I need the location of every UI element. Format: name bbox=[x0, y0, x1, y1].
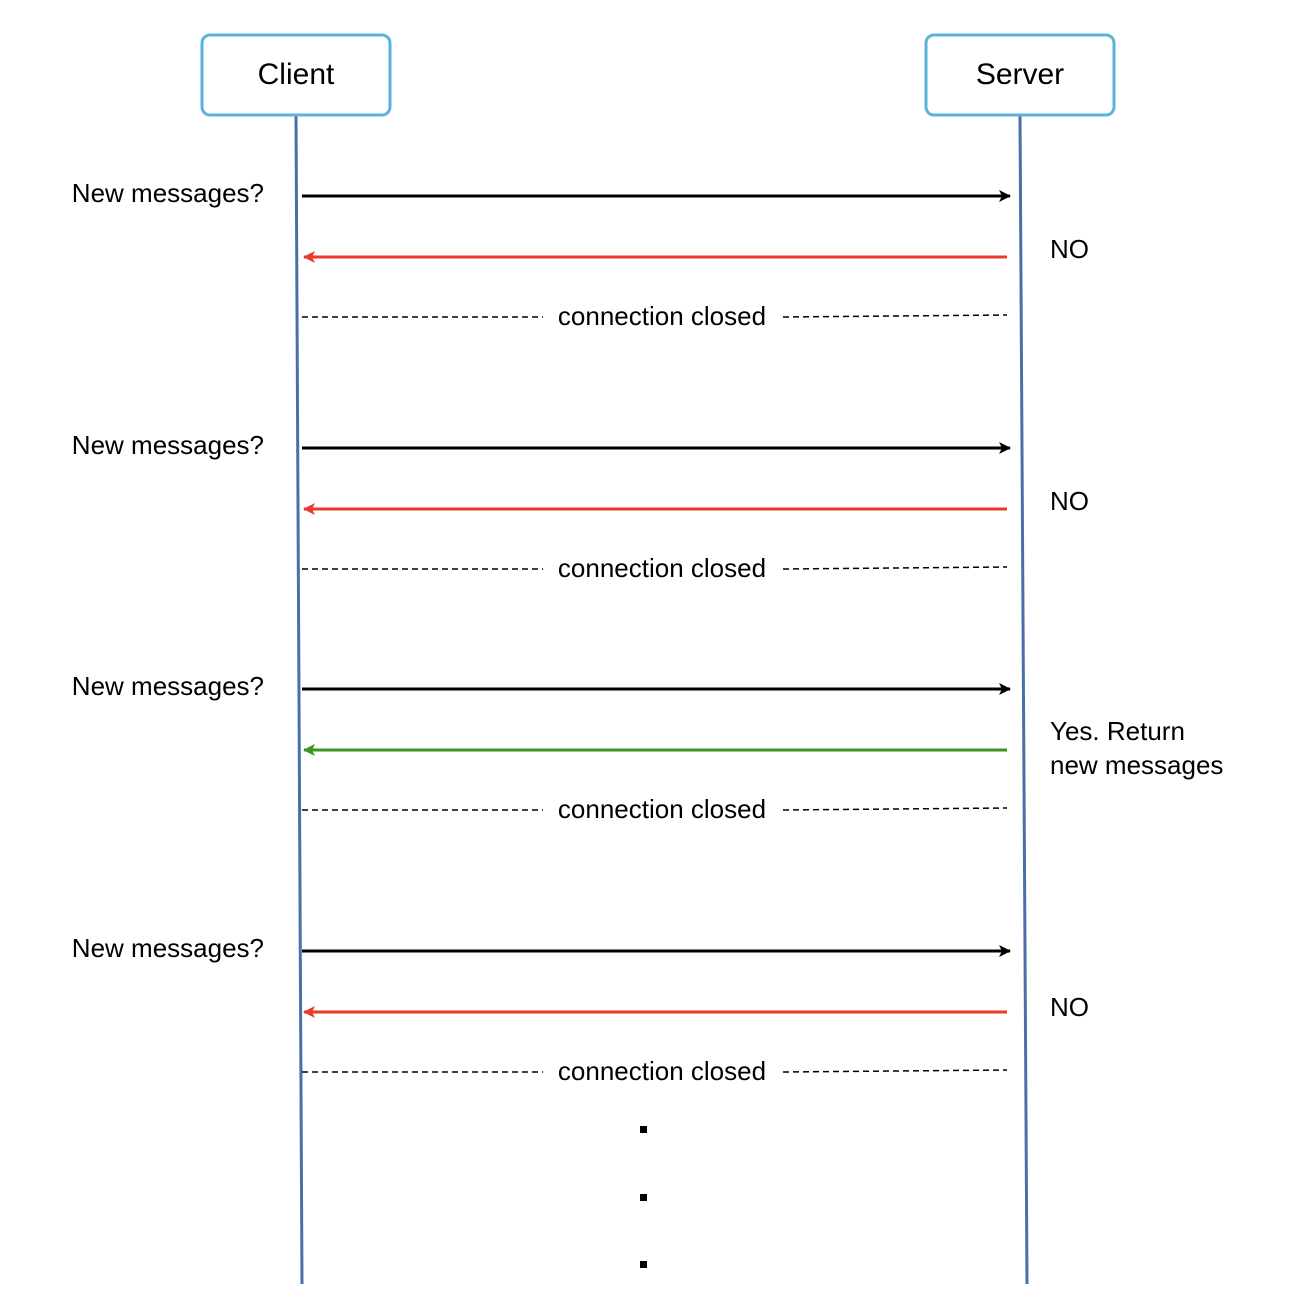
server-lifeline bbox=[1018, 114, 1029, 1285]
server-actor-box bbox=[924, 33, 1116, 117]
connection-closed-line-right bbox=[782, 807, 1008, 811]
server-actor-label: Server bbox=[976, 58, 1064, 91]
client-actor-label: Client bbox=[258, 58, 335, 91]
connection-closed-label: connection closed bbox=[558, 794, 766, 824]
ellipsis-dot bbox=[640, 1126, 647, 1133]
ellipsis-dot bbox=[640, 1194, 647, 1201]
request-label: New messages? bbox=[72, 430, 264, 460]
ellipsis-dot bbox=[640, 1261, 647, 1268]
connection-closed-line-right bbox=[782, 1069, 1008, 1073]
connection-closed-label: connection closed bbox=[558, 1056, 766, 1086]
server-actor: Server bbox=[924, 33, 1116, 117]
client-actor: Client bbox=[200, 33, 392, 117]
connection-closed-label: connection closed bbox=[558, 553, 766, 583]
reply-label: NO bbox=[1050, 234, 1089, 264]
poll-round: New messages? NO connection closed bbox=[72, 178, 1089, 331]
client-actor-box bbox=[200, 33, 392, 117]
reply-label: NO bbox=[1050, 992, 1089, 1022]
connection-closed-line-right bbox=[782, 314, 1008, 318]
poll-round: New messages? Yes. Return new messages c… bbox=[72, 671, 1224, 824]
request-label: New messages? bbox=[72, 933, 264, 963]
reply-label: NO bbox=[1050, 486, 1089, 516]
poll-round: New messages? NO connection closed bbox=[72, 430, 1089, 583]
connection-closed-label: connection closed bbox=[558, 301, 766, 331]
request-label: New messages? bbox=[72, 178, 264, 208]
connection-closed-line-right bbox=[782, 566, 1008, 570]
request-label: New messages? bbox=[72, 671, 264, 701]
vertical-ellipsis-icon bbox=[640, 1126, 647, 1268]
client-lifeline bbox=[294, 114, 304, 1285]
reply-label: Yes. Return new messages bbox=[1050, 716, 1223, 780]
poll-round: New messages? NO connection closed bbox=[72, 933, 1089, 1086]
